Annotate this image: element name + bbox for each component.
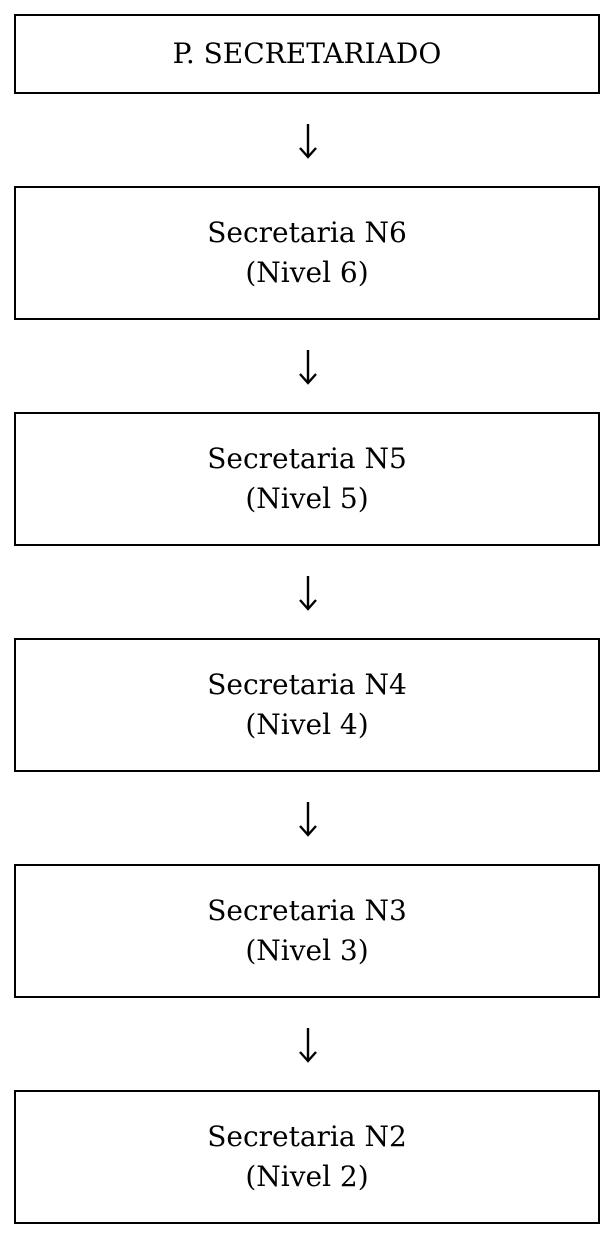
node-secretaria-n5: Secretaria N5 (Nivel 5) <box>14 412 600 546</box>
node-p-secretariado: P. SECRETARIADO <box>14 14 600 94</box>
arrow-down-icon <box>299 350 317 385</box>
node-secretaria-n2: Secretaria N2 (Nivel 2) <box>14 1090 600 1224</box>
node-secretaria-n3: Secretaria N3 (Nivel 3) <box>14 864 600 998</box>
node-subtitle: (Nivel 6) <box>245 256 369 289</box>
node-title: P. SECRETARIADO <box>172 37 442 70</box>
node-title: Secretaria N4 <box>207 668 407 701</box>
node-secretaria-n4: Secretaria N4 (Nivel 4) <box>14 638 600 772</box>
node-title: Secretaria N3 <box>207 894 407 927</box>
node-title: Secretaria N2 <box>207 1120 407 1153</box>
node-secretaria-n6: Secretaria N6 (Nivel 6) <box>14 186 600 320</box>
node-subtitle: (Nivel 5) <box>245 482 369 515</box>
arrow-down-icon <box>299 802 317 837</box>
node-title: Secretaria N6 <box>207 216 407 249</box>
edge-4-5 <box>0 1022 616 1068</box>
arrow-down-icon <box>299 124 317 159</box>
edge-0-1 <box>0 118 616 164</box>
node-title: Secretaria N5 <box>207 442 407 475</box>
node-subtitle: (Nivel 2) <box>245 1160 369 1193</box>
arrow-down-icon <box>299 1028 317 1063</box>
edge-2-3 <box>0 570 616 616</box>
arrow-down-icon <box>299 576 317 611</box>
edge-1-2 <box>0 344 616 390</box>
node-subtitle: (Nivel 4) <box>245 708 369 741</box>
edge-3-4 <box>0 796 616 842</box>
node-subtitle: (Nivel 3) <box>245 934 369 967</box>
